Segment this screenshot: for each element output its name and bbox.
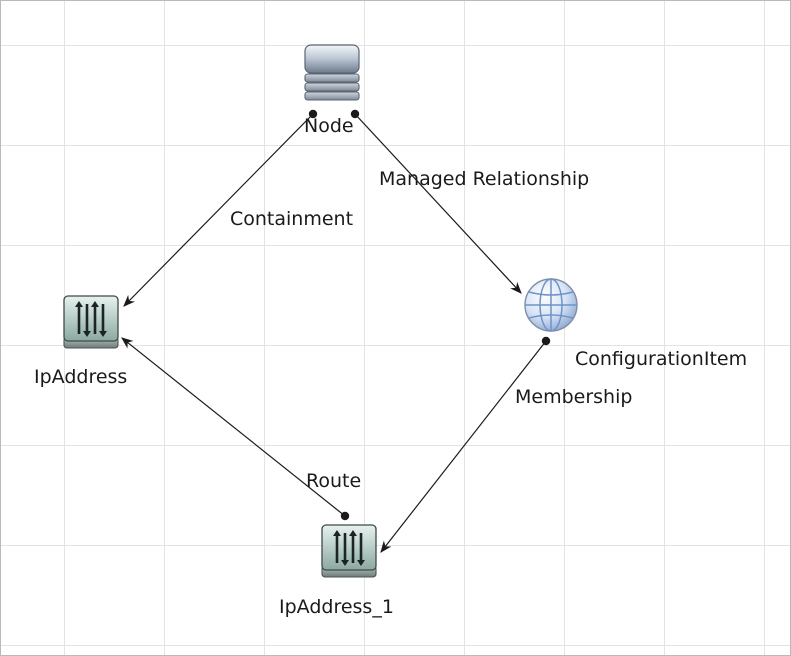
globe-icon[interactable] bbox=[522, 276, 580, 339]
edge-label-managed-relationship: Managed Relationship bbox=[379, 168, 590, 190]
ip-address-1-label: IpAddress_1 bbox=[279, 596, 394, 618]
edge-containment[interactable] bbox=[123, 109, 318, 307]
database-server-icon[interactable] bbox=[304, 44, 360, 107]
node-label: Node bbox=[304, 115, 354, 137]
edge-managed-relationship[interactable] bbox=[350, 109, 522, 294]
edge-label-route: Route bbox=[306, 470, 362, 492]
ip-address-icon[interactable] bbox=[62, 295, 120, 356]
edge-source-dot bbox=[340, 511, 350, 521]
edge-source-dot bbox=[541, 336, 551, 346]
edge-membership[interactable] bbox=[380, 336, 551, 553]
edge-route[interactable] bbox=[121, 337, 350, 521]
configuration-item-label: ConfigurationItem bbox=[575, 348, 748, 370]
ip-address-1-icon[interactable] bbox=[320, 524, 378, 585]
ip-address-label: IpAddress bbox=[34, 366, 128, 388]
edge-label-membership: Membership bbox=[515, 386, 633, 408]
edge-source-dot bbox=[350, 109, 360, 119]
edge-source-dot bbox=[308, 109, 318, 119]
edge-label-containment: Containment bbox=[230, 208, 354, 230]
